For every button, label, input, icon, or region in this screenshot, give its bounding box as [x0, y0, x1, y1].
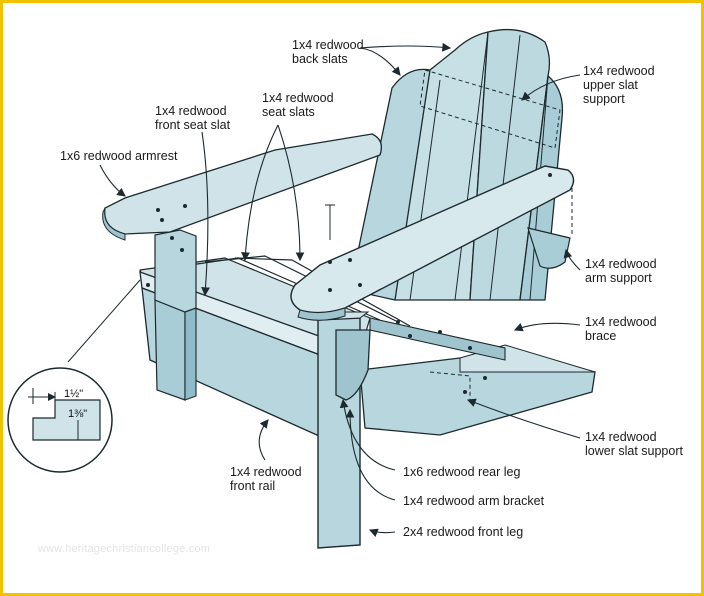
upper-slat-support: [419, 69, 561, 149]
watermark: www.heritagechristiancollege.com: [38, 543, 211, 555]
inset-dimension-top: 1½": [64, 388, 84, 400]
brace: [369, 317, 506, 361]
profile-inset: [7, 279, 141, 473]
inset-dimension-bottom: 1⅜": [68, 408, 88, 420]
screw: [325, 204, 335, 240]
arm-support: [527, 227, 571, 269]
label-arm-bracket: 1x4 redwood arm bracket: [403, 494, 545, 508]
label-rear-leg: 1x6 redwood rear leg: [403, 465, 521, 479]
label-front-leg: 2x4 redwood front leg: [403, 525, 524, 539]
label-armrest: 1x6 redwood armrest: [60, 149, 178, 163]
